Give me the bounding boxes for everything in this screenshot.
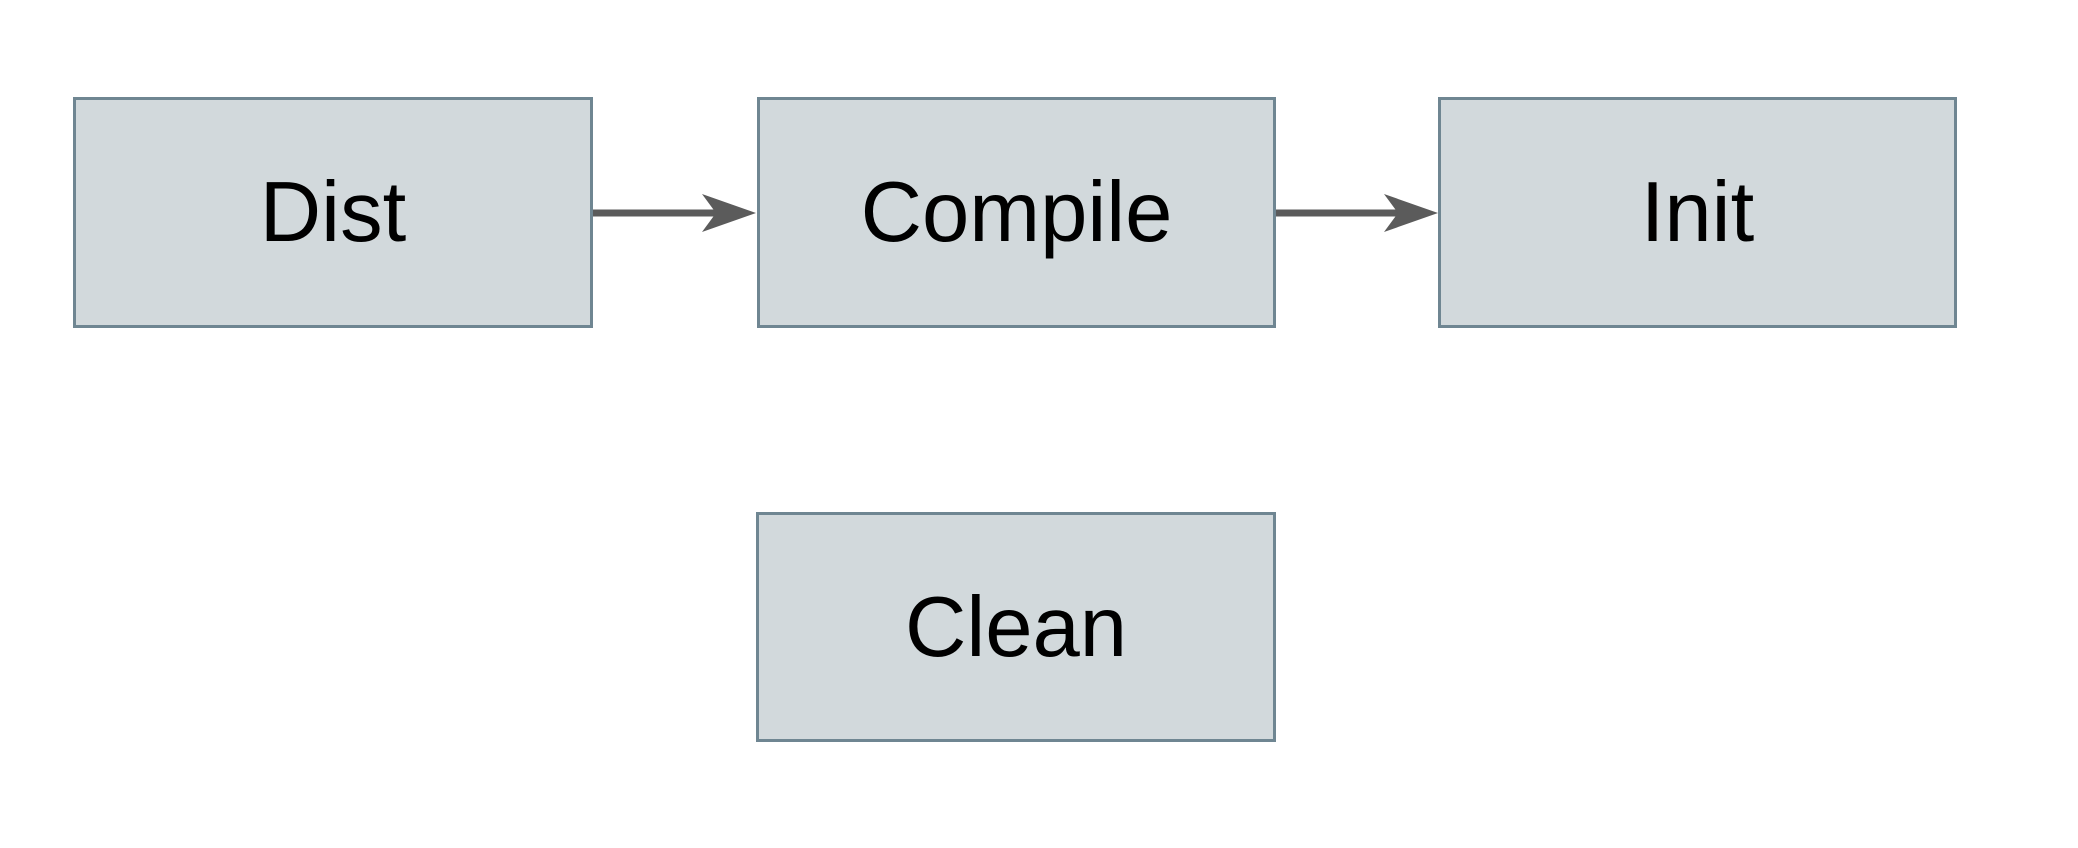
node-dist-label: Dist xyxy=(259,165,407,260)
node-init[interactable]: Init xyxy=(1438,97,1957,328)
arrow-dist-to-compile[interactable] xyxy=(593,194,756,232)
node-dist[interactable]: Dist xyxy=(73,97,593,328)
node-compile[interactable]: Compile xyxy=(757,97,1276,328)
node-clean-label: Clean xyxy=(904,579,1128,675)
node-clean[interactable]: Clean xyxy=(756,512,1276,742)
arrow-compile-to-init[interactable] xyxy=(1276,194,1438,232)
node-compile-label: Compile xyxy=(860,165,1173,260)
node-init-label: Init xyxy=(1640,165,1755,260)
